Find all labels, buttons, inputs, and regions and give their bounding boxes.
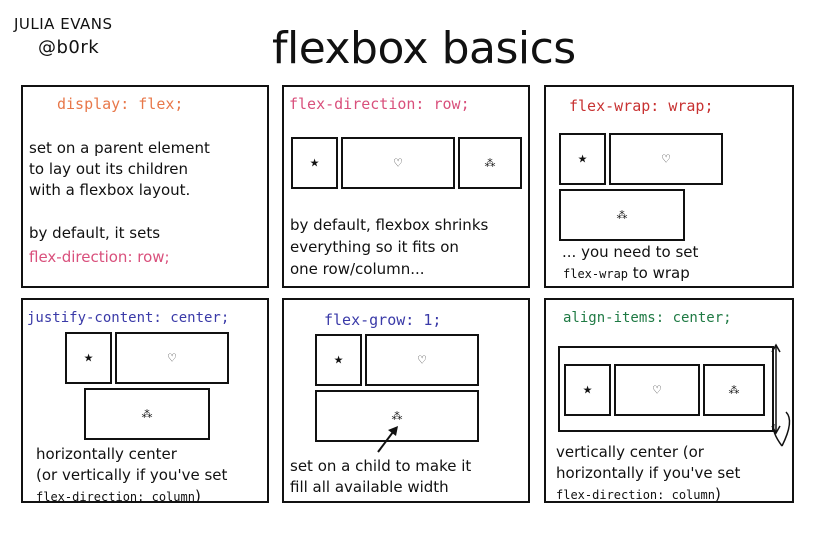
panel-heading: flex-grow: 1; (324, 311, 442, 329)
sparkle-icon: ⁂ (616, 208, 628, 222)
heart-icon: ♡ (661, 152, 671, 166)
star-icon: ★ (577, 152, 588, 166)
flex-item-box: ★ (315, 334, 362, 386)
sparkle-icon: ⁂ (484, 156, 496, 170)
heart-icon: ♡ (652, 383, 662, 397)
flex-item-box: ⁂ (458, 137, 522, 189)
panel-text: with a flexbox layout. (29, 181, 191, 199)
panel-text: one row/column... (290, 260, 425, 278)
sparkle-icon: ⁂ (141, 407, 153, 421)
flex-item-box: ⁂ (559, 189, 685, 241)
star-icon: ★ (582, 383, 593, 397)
panel-text-rest: ) (194, 487, 201, 505)
flex-item-box: ♡ (115, 332, 229, 384)
star-icon: ★ (83, 351, 94, 365)
panel-text: by default, it sets (29, 224, 161, 242)
panel-heading: align-items: center; (563, 310, 732, 326)
flex-item-box: ⁂ (703, 364, 765, 416)
panel-text: horizontally center (36, 445, 177, 463)
sparkle-icon: ⁂ (728, 383, 740, 397)
panel-code-text: flex-direction: row; (29, 248, 170, 266)
heart-icon: ♡ (417, 353, 427, 367)
panel-text: flex-direction: column) (36, 486, 201, 508)
author-handle: @b0rk (38, 37, 100, 58)
panel-flex-grow: flex-grow: 1; ★ ♡ ⁂ set on a child to ma… (282, 298, 530, 503)
flex-item-box: ⁂ (84, 388, 210, 440)
flex-item-box-grown: ⁂ (315, 390, 479, 442)
star-icon: ★ (309, 156, 320, 170)
flex-item-box: ♡ (341, 137, 455, 189)
pointer-arrow-icon (377, 426, 398, 453)
panel-display-flex: display: flex; set on a parent element t… (21, 85, 269, 288)
flex-item-box: ★ (559, 133, 606, 185)
panel-heading: justify-content: center; (27, 310, 230, 326)
panel-text: ... you need to set (562, 243, 699, 261)
flex-item-box: ♡ (614, 364, 700, 416)
flex-item-box: ♡ (609, 133, 723, 185)
panel-text-rest: to wrap (628, 264, 690, 282)
panel-flex-direction: flex-direction: row; ★ ♡ ⁂ by default, f… (282, 85, 530, 288)
page-title: flexbox basics (272, 23, 576, 74)
panel-text-rest: ) (714, 485, 721, 503)
panel-text: by default, flexbox shrinks (290, 216, 489, 234)
panel-justify-content: justify-content: center; ★ ♡ ⁂ horizonta… (21, 298, 269, 505)
height-arrow-icon (771, 343, 791, 447)
panel-text: everything so it fits on (290, 238, 459, 256)
code-flex-direction: flex-direction: column (556, 488, 715, 502)
panel-text: (or vertically if you've set (36, 466, 228, 484)
code-flex-direction: flex-direction: column (36, 490, 195, 504)
panel-text: set on a child to make it (290, 457, 472, 475)
sparkle-icon: ⁂ (391, 409, 403, 423)
heart-icon: ♡ (167, 351, 177, 365)
flex-item-box: ♡ (365, 334, 479, 386)
panel-align-items: align-items: center; ★ ♡ ⁂ vertically ce… (544, 298, 794, 503)
heart-icon: ♡ (393, 156, 403, 170)
flex-item-box: ★ (564, 364, 611, 416)
panel-heading: flex-wrap: wrap; (569, 97, 714, 115)
panel-flex-wrap: flex-wrap: wrap; ★ ♡ ⁂ ... you need to s… (544, 85, 794, 288)
panel-text: vertically center (or (556, 443, 704, 461)
panel-text: flex-direction: column) (556, 484, 721, 506)
code-flex-wrap: flex-wrap (563, 267, 629, 281)
panel-text: to lay out its children (29, 160, 188, 178)
flex-item-box: ★ (291, 137, 338, 189)
panel-text: set on a parent element (29, 139, 210, 157)
panel-heading: flex-direction: row; (289, 95, 470, 113)
panel-text: flex-wrap to wrap (563, 263, 690, 285)
panel-heading: display: flex; (57, 95, 184, 113)
flex-item-box: ★ (65, 332, 112, 384)
author-name: Julia Evans (14, 15, 113, 33)
author-block: Julia Evans @b0rk (14, 12, 113, 60)
panel-text: horizontally if you've set (556, 464, 741, 482)
star-icon: ★ (333, 353, 344, 367)
panel-text: fill all available width (290, 478, 449, 496)
